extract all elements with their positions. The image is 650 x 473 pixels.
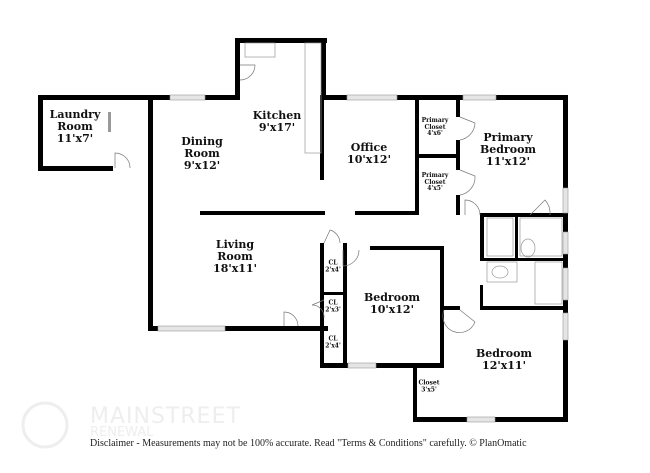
watermark-logo-sub: RENEWAL [90, 425, 154, 440]
disclaimer: Disclaimer - Measurements may not be 100… [90, 438, 527, 449]
watermark-logo: MAINSTREET [90, 404, 241, 429]
doors [114, 64, 551, 333]
watermark-icon [21, 401, 69, 449]
windows [157, 94, 569, 423]
fixtures [244, 42, 563, 305]
